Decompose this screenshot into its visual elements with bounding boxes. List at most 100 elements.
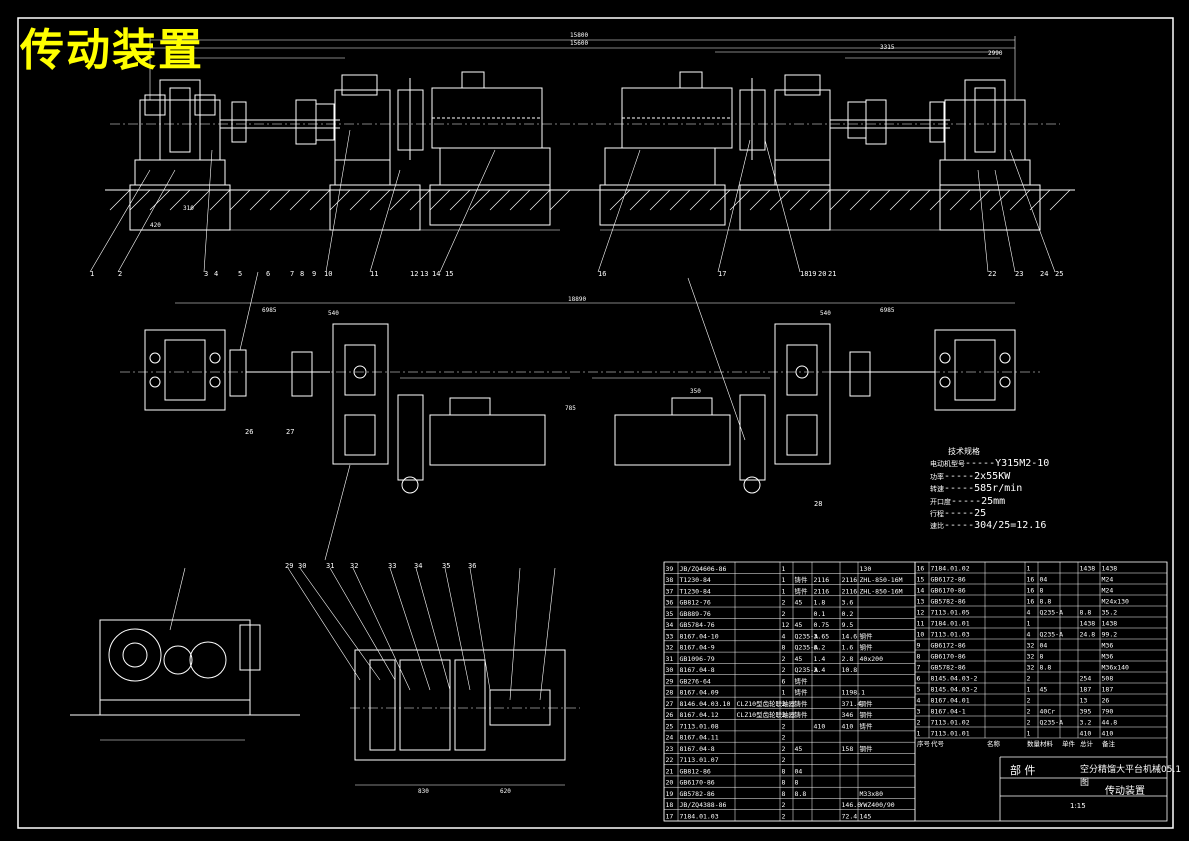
callout-number: 34: [414, 562, 423, 570]
bom-cell: 19: [666, 790, 674, 798]
bom-header-cell: 总计: [1080, 739, 1094, 748]
technical-specs: 技术规格 电动机型号-----Y315M2-10 功率-----2x55KW 转…: [930, 446, 1049, 533]
bom-cell: 26: [666, 711, 674, 719]
bom-cell: T1230-84: [680, 576, 711, 584]
bom-cell: CLZ10型齿轮联轴器: [737, 710, 796, 719]
bom-cell: 45: [795, 621, 803, 629]
bom-cell: 铸件: [860, 721, 874, 730]
bom-cell: 187: [1080, 686, 1092, 694]
callout-number: 19: [808, 270, 817, 278]
bom-cell: 8: [782, 644, 786, 652]
bom-cell: 8.8: [795, 790, 807, 798]
bom-cell: 铸件: [795, 688, 809, 697]
bom-cell: 7: [917, 664, 921, 672]
bom-cell: 790: [1102, 708, 1114, 716]
bom-cell: 16: [1027, 576, 1035, 584]
bom-cell: 04: [1040, 576, 1048, 584]
bom-cell: GB812-76: [680, 599, 711, 607]
bom-cell: 2116: [814, 587, 830, 595]
bom-cell: 410: [1080, 730, 1092, 738]
bom-cell: 25: [666, 722, 674, 730]
bom-cell: 38: [666, 576, 674, 584]
bom-cell: 铸件: [795, 586, 809, 595]
bom-cell: 1.4: [814, 655, 826, 663]
bom-cell: 35.2: [1102, 609, 1118, 617]
bom-header-cell: 代号: [931, 739, 945, 748]
bom-cell: 8: [795, 779, 799, 787]
bom-cell: 33: [666, 632, 674, 640]
bom-cell: 15: [917, 576, 925, 584]
bom-cell: GB276-64: [680, 677, 711, 685]
bom-cell: 24: [666, 734, 674, 742]
bom-cell: 40Cr: [1040, 708, 1056, 716]
callout-number: 30: [298, 562, 307, 570]
bom-cell: ZHL-850-16M: [860, 576, 903, 584]
elevation-view: [105, 36, 1075, 231]
bom-cell: 45: [795, 655, 803, 663]
bom-cell: 23: [666, 745, 674, 753]
callout-number: 13: [420, 270, 429, 278]
bom-cell: 1: [782, 587, 786, 595]
bom-cell: 2: [1027, 697, 1031, 705]
dim-plan-overall: 18890: [568, 296, 587, 303]
bom-cell: 29: [666, 677, 674, 685]
side-detail-view: [70, 619, 300, 741]
bom-cell: 410: [1102, 730, 1114, 738]
bom-cell: 2: [782, 813, 786, 821]
dim-830: 830: [418, 788, 429, 795]
title-block-drawing-no: 空分精馏大平台机械05.1图: [1080, 765, 1182, 788]
bom-cell: 8145.04.03-2: [931, 686, 978, 694]
bom-cell: 8167.04-10: [680, 632, 719, 640]
dim-620: 620: [500, 788, 511, 795]
bom-cell: 8: [782, 790, 786, 798]
callout-number: 9: [312, 270, 317, 278]
bom-cell: 3: [917, 708, 921, 716]
bom-cell: 30: [666, 666, 674, 674]
bom-cell: 99.2: [1102, 631, 1118, 639]
bom-cell: 17: [666, 813, 674, 821]
spec-row: 速比-----304/25=12.16: [930, 520, 1047, 532]
dim-310: 310: [183, 205, 194, 212]
bom-cell: 2116: [842, 576, 858, 584]
bom-cell: 0.1: [814, 610, 826, 618]
bom-cell: M33x80: [860, 790, 884, 798]
bom-cell: 钢件: [860, 744, 874, 753]
bom-cell: 4: [782, 632, 786, 640]
bom-cell: 36: [666, 599, 674, 607]
bom-cell: M24: [1102, 587, 1114, 595]
callout-number: 20: [818, 270, 827, 278]
bom-cell: 72.4: [842, 813, 858, 821]
bom-cell: 2: [782, 801, 786, 809]
bom-cell: 8.8: [1080, 609, 1092, 617]
dim-2990: 2990: [988, 50, 1003, 57]
bom-cell: 254: [1080, 675, 1092, 683]
bom-cell: 2: [782, 666, 786, 674]
bom-cell: 395: [1080, 708, 1092, 716]
bom-cell: 3.2: [1080, 719, 1092, 727]
bom-cell: 130: [860, 565, 872, 573]
bom-cell: GB5782-86: [931, 598, 966, 606]
bom-cell: 8167.04-8: [680, 666, 715, 674]
bom-cell: 2116: [842, 587, 858, 595]
callout-number: 21: [828, 270, 837, 278]
bom-cell: 21: [666, 767, 674, 775]
spec-row: 功率-----2x55KW: [930, 470, 1011, 482]
bom-cell: 9: [917, 642, 921, 650]
section-detail-view: [350, 649, 580, 786]
bom-cell: 12: [917, 609, 925, 617]
bom-cell: 2: [782, 722, 786, 730]
callout-number: 1: [90, 270, 95, 278]
callout-number: 16: [598, 270, 607, 278]
bom-header-cell: 备注: [1102, 739, 1116, 748]
callout-number: 3: [204, 270, 209, 278]
bom-cell: 铸件: [795, 575, 809, 584]
bom-cell: 铸件: [795, 699, 809, 708]
bom-cell: GB889-76: [680, 610, 711, 618]
bom-cell: GB812-86: [680, 767, 711, 775]
drawing-border: [17, 17, 1174, 829]
bom-cell: 16: [1027, 587, 1035, 595]
bom-cell: 8145.04.03-2: [931, 675, 978, 683]
dim-420: 420: [150, 222, 161, 229]
